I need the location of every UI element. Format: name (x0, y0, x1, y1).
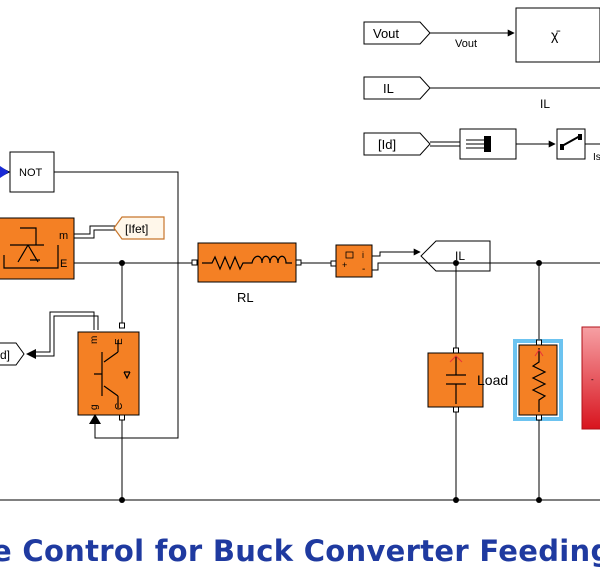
il-from-block[interactable]: IL (363, 76, 431, 100)
il-goto-label: IL (455, 249, 465, 263)
id-from-block[interactable]: [Id] (363, 132, 431, 156)
diode-port-m: m (89, 336, 100, 344)
bus-selector-icon (484, 136, 491, 152)
gate-input-arrow-icon (89, 414, 101, 424)
id-bus-out[interactable] (26, 311, 99, 359)
main-rail-right[interactable] (372, 262, 600, 271)
il-signal-label: IL (540, 97, 550, 111)
id-bus-line[interactable] (430, 141, 460, 147)
junction-node (453, 497, 459, 503)
diode-port-e: E (114, 338, 125, 345)
sensor-port-minus: - (362, 264, 365, 275)
load-label: Load (477, 372, 508, 388)
diode-port-c: C (114, 403, 125, 410)
sensor-port-i: i (362, 250, 364, 260)
igbt-block[interactable]: m E (0, 217, 75, 280)
id-goto-block[interactable]: d] (0, 342, 25, 366)
resistor-block[interactable] (513, 339, 563, 421)
diode-block[interactable]: m E g C (77, 331, 140, 421)
cap-plus-icon (449, 355, 463, 363)
igbt-icon (3, 227, 59, 269)
display-symbol-icon: χ̄ (551, 27, 560, 43)
id-goto-label: d] (0, 348, 10, 362)
il-from-label: IL (383, 81, 394, 96)
current-sensor-block[interactable]: + i - (330, 244, 373, 278)
sensor-i-line[interactable] (372, 248, 421, 257)
igbt-port-e: E (60, 258, 67, 270)
inductor-rl-block[interactable]: RL (191, 242, 302, 305)
not-gate-label: NOT (19, 167, 43, 179)
vout-signal-label: Vout (455, 38, 477, 50)
vout-goto-label: Vout (373, 26, 399, 41)
diode-port-g: g (89, 404, 100, 410)
sensor-port-plus: + (342, 260, 347, 270)
id-from-label: [Id] (378, 137, 396, 152)
capacitor-icon (446, 356, 466, 404)
gate-arrow-icon (0, 166, 9, 178)
ifet-goto-block[interactable]: [Ifet] (113, 216, 165, 240)
simulink-canvas: Vout Vout χ̄ IL IL [Id] Is NOT (0, 7, 600, 503)
ifet-goto-label: [Ifet] (125, 222, 148, 236)
junction-node (119, 497, 125, 503)
bus-selector-block[interactable] (459, 128, 517, 160)
switch-icon (561, 135, 581, 147)
diode-icon (94, 340, 131, 408)
igbt-port-m: m (59, 230, 68, 242)
vout-goto-block[interactable]: Vout (363, 21, 431, 45)
not-gate-block[interactable]: NOT (9, 151, 55, 193)
dc-source-block[interactable]: - (581, 326, 600, 430)
source-minus-icon: - (591, 375, 594, 384)
capacitor-block[interactable] (427, 347, 484, 413)
is-port-label: Is (593, 152, 600, 163)
xy-display-block[interactable]: χ̄ (515, 7, 600, 63)
rl-label: RL (237, 290, 254, 305)
resistor-icon (531, 348, 547, 412)
title-banner-text: e Control for Buck Converter Feeding C (0, 534, 600, 568)
ifet-bus-line[interactable] (74, 225, 118, 239)
rl-icon (202, 255, 292, 271)
switch-block[interactable] (556, 128, 586, 160)
title-banner: e Control for Buck Converter Feeding C (0, 524, 600, 582)
junction-node (536, 497, 542, 503)
